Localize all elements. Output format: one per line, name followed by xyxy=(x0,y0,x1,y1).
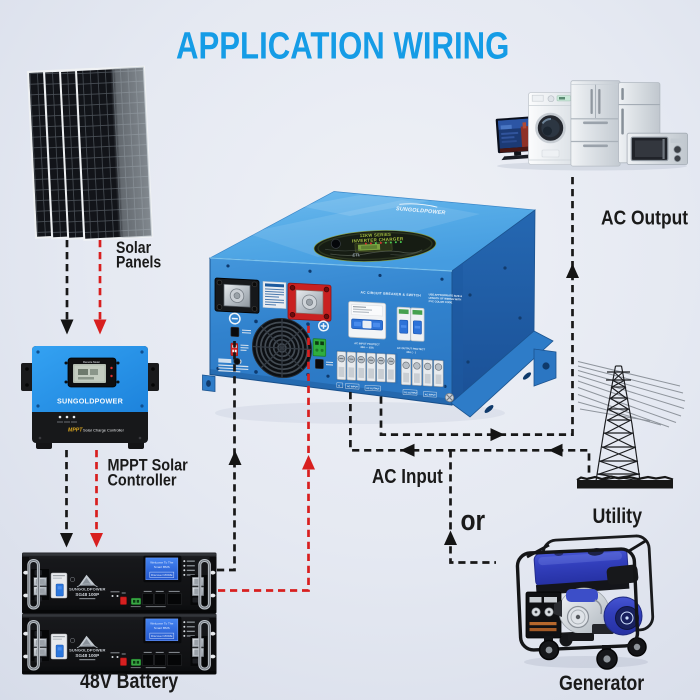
svg-text:DC OUTPUT: DC OUTPUT xyxy=(404,392,418,395)
svg-text:MPPT Solar: MPPT Solar xyxy=(108,456,188,474)
svg-text:Generator: Generator xyxy=(559,672,645,696)
svg-text:AC INPUT PROTECT: AC INPUT PROTECT xyxy=(354,341,380,346)
svg-text:AC Output: AC Output xyxy=(601,207,689,230)
svg-text:Utility: Utility xyxy=(593,505,643,529)
svg-text:AC Input: AC Input xyxy=(372,465,443,488)
svg-text:USE APPROPRIATE SIZE &: USE APPROPRIATE SIZE & xyxy=(429,292,463,298)
svg-text:Welcome To The: Welcome To The xyxy=(150,561,173,565)
svg-text:G: G xyxy=(338,385,340,387)
svg-text:SUNGOLDPOWER: SUNGOLDPOWER xyxy=(69,586,105,591)
svg-text:AC INPUT: AC INPUT xyxy=(425,393,436,397)
svg-text:or: or xyxy=(461,504,486,536)
svg-text:Solar: Solar xyxy=(116,239,151,257)
svg-text:AC INPUT: AC INPUT xyxy=(347,385,358,389)
svg-text:Solar Charge Controller: Solar Charge Controller xyxy=(83,427,125,432)
svg-text:Remote Meter: Remote Meter xyxy=(83,360,100,364)
svg-text:Panels: Panels xyxy=(116,253,161,271)
svg-text:48V Battery: 48V Battery xyxy=(80,670,178,694)
svg-text:Smart BMS: Smart BMS xyxy=(154,565,170,569)
svg-text:PVC COLOR CODE: PVC COLOR CODE xyxy=(429,299,453,304)
svg-text:Discover MORE: Discover MORE xyxy=(151,573,173,577)
svg-text:Controller: Controller xyxy=(108,471,177,489)
svg-text:12KW SERIES: 12KW SERIES xyxy=(360,232,392,238)
svg-text:AC OUTPUT: AC OUTPUT xyxy=(366,387,380,391)
svg-text:LENGTH OF WIRING WITH: LENGTH OF WIRING WITH xyxy=(429,296,462,302)
svg-text:AC CIRCUIT BREAKER & SWITCH: AC CIRCUIT BREAKER & SWITCH xyxy=(361,290,422,297)
svg-text:SUNGOLDPOWER: SUNGOLDPOWER xyxy=(396,206,446,216)
svg-text:INVERTER CHARGER: INVERTER CHARGER xyxy=(352,236,404,243)
svg-text:MPPT: MPPT xyxy=(68,428,83,434)
svg-text:30A ( · ): 30A ( · ) xyxy=(406,350,416,354)
svg-text:40A --- 63A: 40A --- 63A xyxy=(360,345,374,350)
svg-text:ETL: ETL xyxy=(352,252,361,257)
svg-text:APPLICATION WIRING: APPLICATION WIRING xyxy=(176,26,509,68)
svg-text:AC OUTPUT PROTECT: AC OUTPUT PROTECT xyxy=(397,346,426,352)
svg-text:SG48 100P: SG48 100P xyxy=(75,592,99,597)
svg-text:SUNGOLDPOWER: SUNGOLDPOWER xyxy=(57,397,124,406)
